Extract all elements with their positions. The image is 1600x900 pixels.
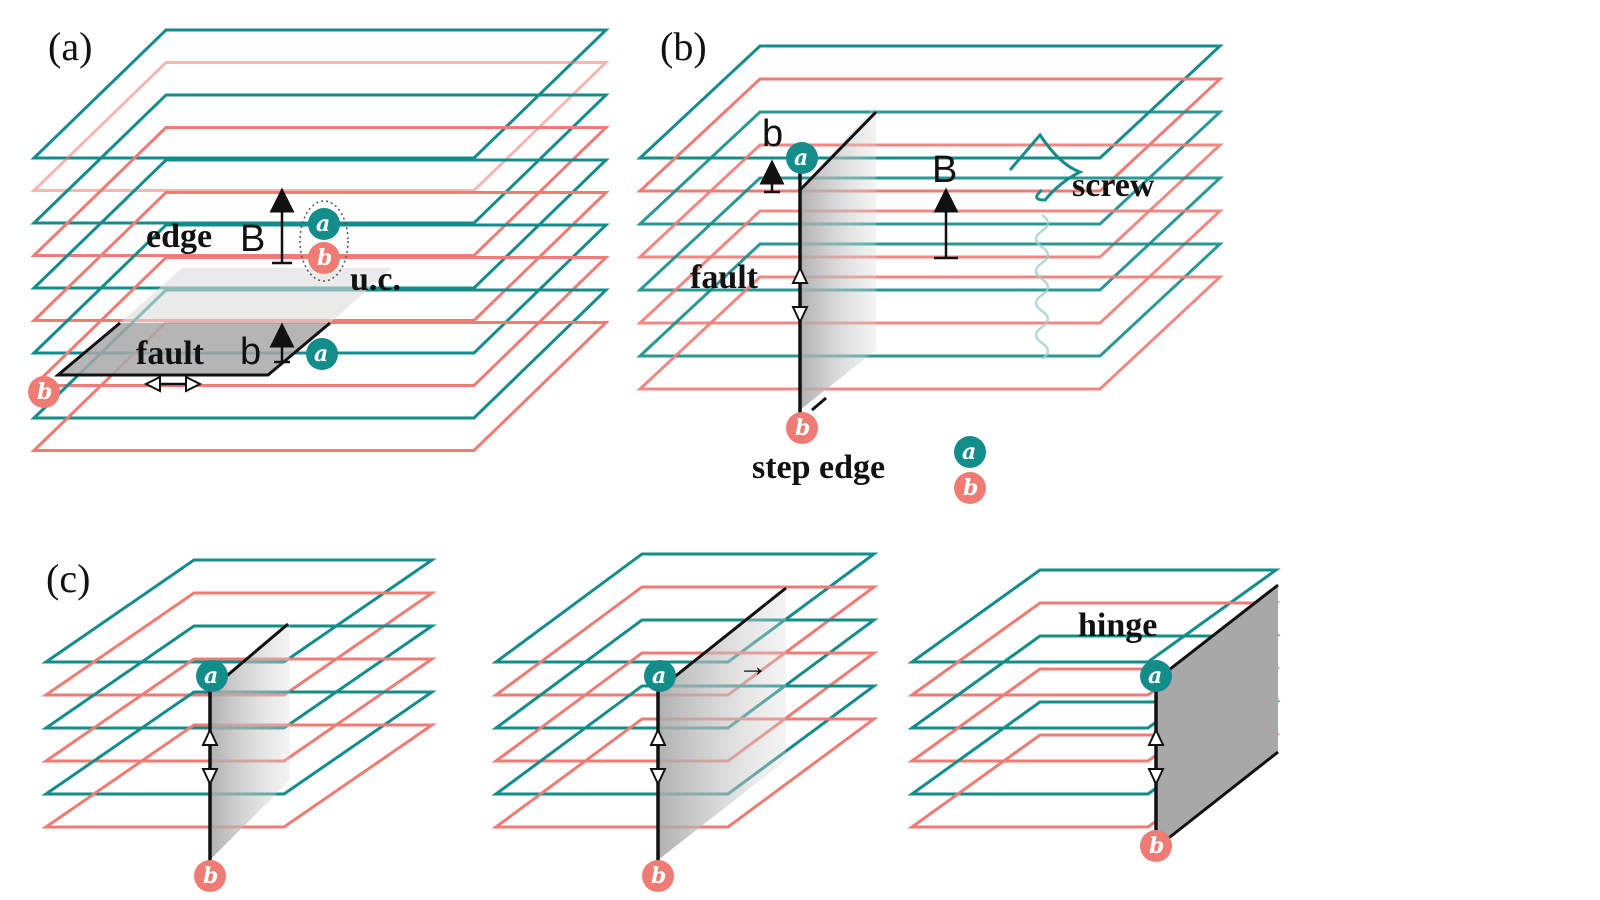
panel-c3-slip-down-head	[1147, 768, 1165, 787]
panel-b-screw-label: screw	[1072, 167, 1155, 204]
layer-b-sheet	[491, 651, 879, 763]
panel-b-layer-stack	[636, 44, 1224, 391]
svg-text:b: b	[1149, 833, 1164, 859]
layer-a-sheet	[491, 684, 879, 796]
panel-a-slip-arrow-right-head	[185, 375, 203, 393]
panel-a-fault-plane	[58, 323, 330, 375]
panel-a-slip-arrow-left-head	[143, 375, 161, 393]
svg-text:b: b	[203, 863, 218, 889]
panel-c1-slip-down-head	[201, 768, 219, 787]
panel-a-edge-burgers-symbol: B	[240, 218, 265, 260]
panel-b-fault-slip-up-head	[791, 265, 809, 284]
layer-a-sheet	[636, 44, 1224, 160]
panel-a-fault-burgers-symbol: b	[240, 331, 261, 373]
panel-b-fault-wall	[800, 105, 876, 410]
panel-b-top-edge	[798, 110, 878, 192]
panel-c: (c) a b → a b	[41, 552, 1281, 892]
panel-b-step-edge-label: step edge	[752, 449, 885, 486]
layer-a-sheet	[491, 618, 879, 730]
layer-a-sheet	[41, 624, 437, 730]
layer-a-sheet	[907, 568, 1281, 664]
panel-b-node-a-top: a	[786, 142, 818, 174]
panel-a: (a) edge B u.c. fault b a b a	[28, 24, 610, 452]
layer-a-sheet	[491, 552, 879, 664]
layer-b-sheet	[636, 275, 1224, 391]
layer-b-sheet	[41, 723, 437, 829]
panel-b-node-a-step: a	[954, 436, 986, 468]
svg-text:b: b	[37, 379, 52, 405]
panel-a-node-a-fault: a	[306, 338, 338, 370]
svg-text:a: a	[1148, 663, 1162, 689]
panel-c2-fault-wall	[658, 585, 786, 860]
layer-a-sheet	[636, 176, 1224, 292]
panel-c2-node-a: a	[644, 660, 676, 692]
panel-c2-slip-up-head	[649, 727, 667, 746]
panel-a-edge-label: edge	[146, 218, 212, 255]
panel-b-foot-tick	[811, 396, 827, 412]
panel-b-screw-burgers-symbol: B	[932, 149, 957, 191]
layer-b-sheet	[41, 657, 437, 763]
layer-a-sheet	[41, 690, 437, 796]
svg-text:b: b	[651, 863, 666, 889]
panel-c2-layer-stack	[491, 552, 879, 829]
svg-text:a: a	[652, 663, 666, 689]
panel-c1-fault-wall	[210, 622, 290, 860]
panel-c3-bottom-edge	[1155, 750, 1279, 850]
panel-b: (b) b B screw fault step edge a b	[636, 24, 1224, 504]
panel-c3-node-a: a	[1140, 660, 1172, 692]
svg-text:a: a	[316, 211, 330, 237]
layer-b-sheet	[30, 61, 610, 192]
panel-a-unit-cell-label: u.c.	[350, 261, 401, 298]
panel-c2-node-b: b	[642, 860, 674, 892]
panel-a-node-b-top: b	[308, 242, 340, 274]
panel-b-fault-label: fault	[690, 259, 759, 296]
panel-a-fault-label: fault	[136, 335, 205, 372]
layer-a-sheet	[30, 28, 610, 160]
panel-a-layer-stack	[30, 28, 610, 452]
svg-text:b: b	[795, 415, 810, 441]
layer-b-sheet	[636, 209, 1224, 325]
svg-text:a: a	[314, 341, 328, 367]
panel-b-screw-curl	[1008, 132, 1084, 202]
panel-a-node-a-top: a	[308, 208, 340, 240]
panel-c3-hinge-face	[1156, 585, 1278, 848]
panel-a-fault-boundary	[53, 321, 331, 377]
panel-c3-slip-up-head	[1147, 727, 1165, 746]
svg-text:a: a	[204, 663, 218, 689]
panel-b-screw-helix	[1034, 213, 1050, 361]
layer-b-sheet	[41, 591, 437, 697]
panel-b-fault-burgers-symbol: b	[762, 113, 783, 155]
panel-c1-node-a: a	[196, 660, 228, 692]
panel-c3-top-edge	[1155, 583, 1279, 682]
panel-b-tag: (b)	[660, 24, 707, 69]
panel-a-node-b-fault: b	[28, 376, 60, 408]
panel-c2-slip-down-head	[649, 768, 667, 787]
panel-c2-direction-arrow: →	[738, 650, 768, 683]
svg-text:a: a	[794, 145, 808, 171]
layer-a-sheet	[41, 558, 437, 664]
panel-a-unit-cell-outline	[299, 200, 349, 282]
layer-a-sheet	[636, 242, 1224, 358]
panel-c3-hinge-label: hinge	[1078, 607, 1157, 644]
panel-b-node-b-bottom: b	[786, 412, 818, 444]
layer-b-sheet	[491, 585, 879, 697]
panel-c2-top-edge	[657, 586, 787, 692]
panel-b-node-b-step: b	[954, 472, 986, 504]
panel-b-fault-slip-down-head	[791, 306, 809, 325]
svg-text:a: a	[962, 439, 976, 465]
svg-text:b: b	[317, 245, 332, 271]
svg-text:b: b	[963, 475, 978, 501]
layer-b-sheet	[491, 717, 879, 829]
panel-c1-slip-up-head	[201, 727, 219, 746]
layer-b-sheet	[30, 256, 610, 387]
panel-c3-node-b: b	[1140, 830, 1172, 862]
panel-c-tag: (c)	[46, 556, 90, 601]
panel-c1-node-b: b	[194, 860, 226, 892]
panel-a-tag: (a)	[48, 24, 92, 69]
